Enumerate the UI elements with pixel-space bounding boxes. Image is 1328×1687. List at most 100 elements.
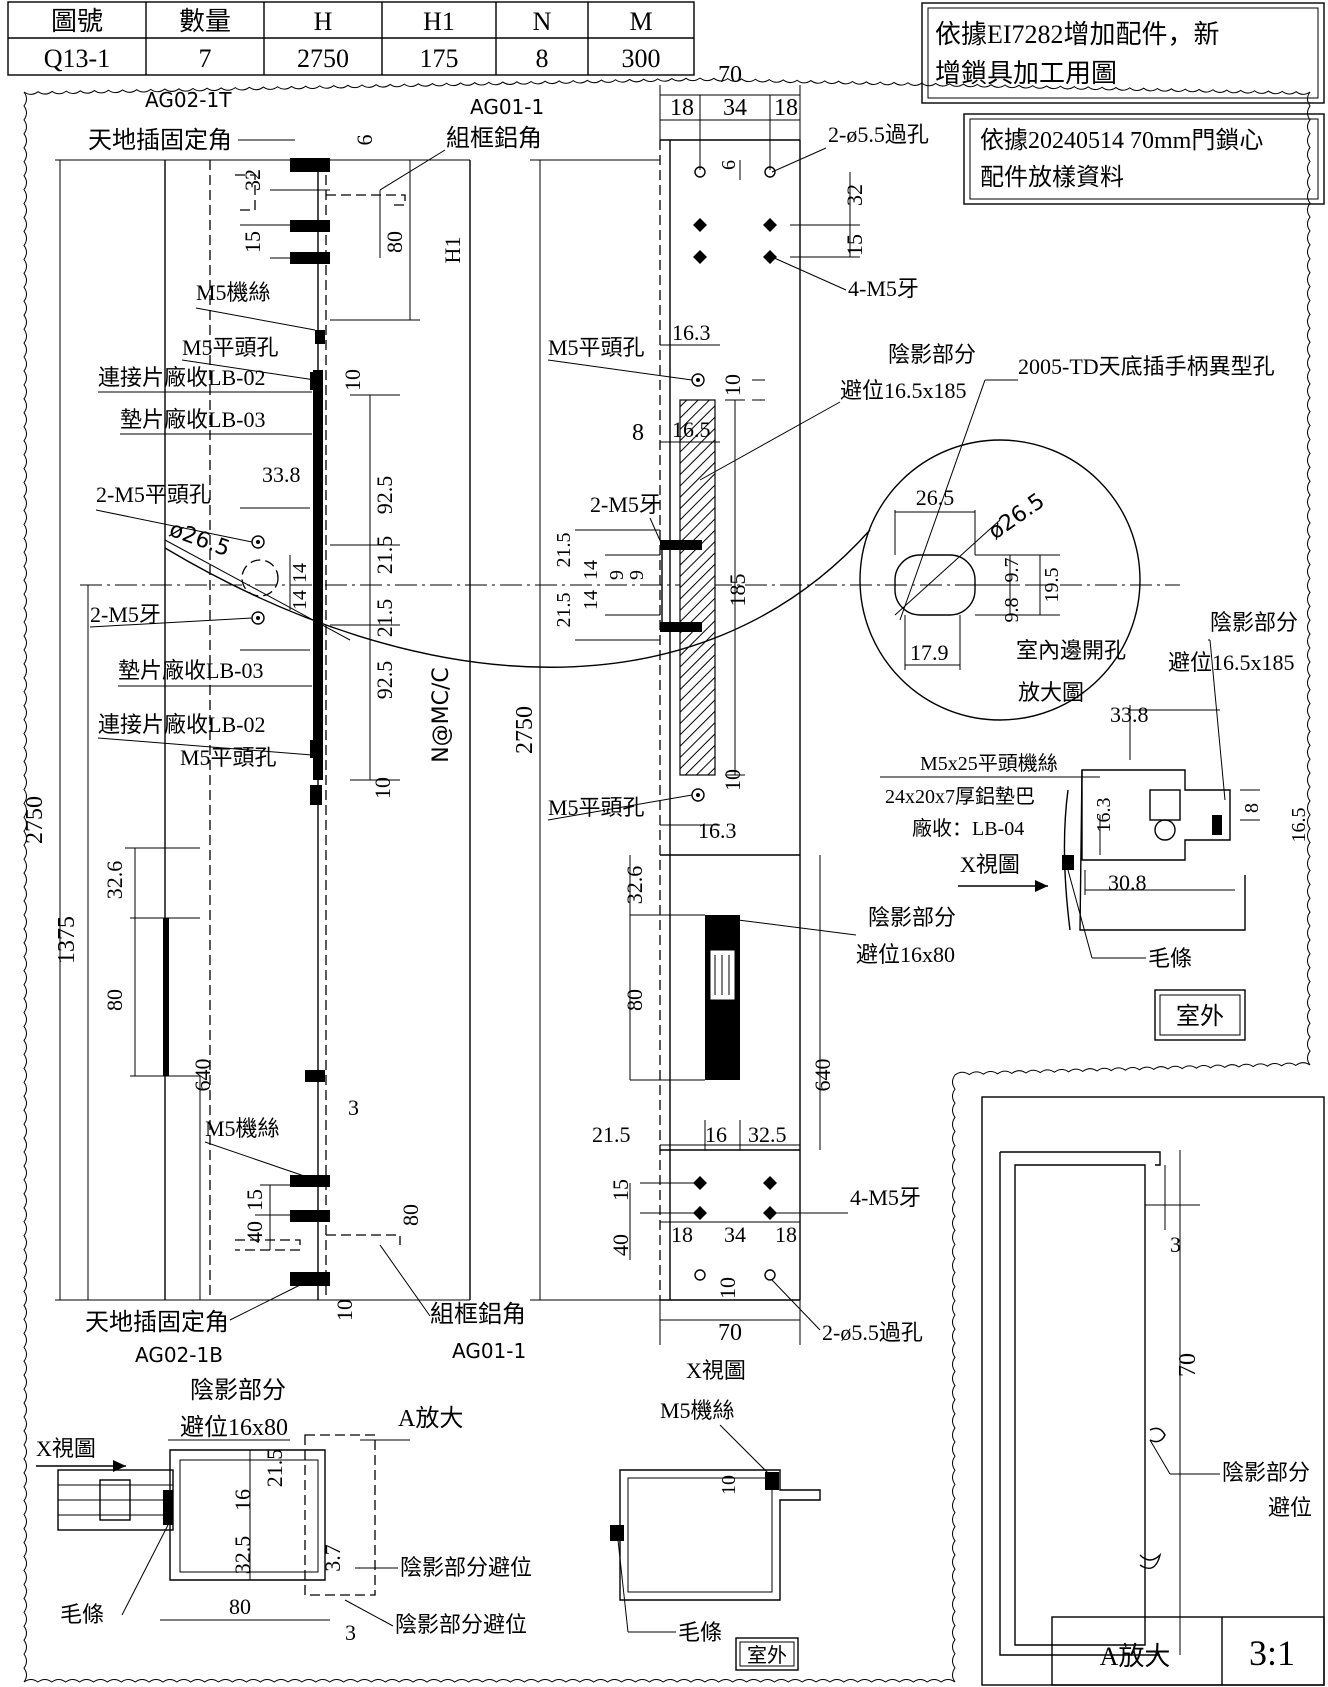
svg-text:X視圖: X視圖 [686,1358,746,1383]
svg-text:15: 15 [240,231,265,253]
svg-text:組框鋁角: 組框鋁角 [430,1301,526,1328]
svg-text:9: 9 [606,570,628,580]
svg-text:A放大: A放大 [398,1405,463,1432]
svg-text:9.7: 9.7 [1001,558,1023,583]
svg-text:32.5: 32.5 [230,1536,255,1575]
cloud-segment [23,1679,956,1683]
svg-text:21.5: 21.5 [553,593,575,628]
svg-text:21.5: 21.5 [372,536,397,575]
svg-text:10: 10 [720,769,745,791]
revision-cloud [23,77,1311,1683]
svg-text:26.5: 26.5 [916,485,955,510]
svg-text:32: 32 [240,169,265,191]
svg-text:M5平頭孔: M5平頭孔 [548,335,645,360]
svg-text:10: 10 [332,1299,357,1321]
svg-text:30.8: 30.8 [1108,870,1147,895]
svg-text:陰影部分避位: 陰影部分避位 [400,1555,532,1580]
svg-text:陰影部分: 陰影部分 [868,905,956,930]
svg-text:32.6: 32.6 [102,861,127,900]
svg-text:室外: 室外 [1176,1003,1224,1030]
svg-text:92.5: 92.5 [372,476,397,515]
svg-text:92.5: 92.5 [372,661,397,700]
svg-text:16: 16 [230,1489,255,1511]
svg-text:2-M5牙: 2-M5牙 [590,492,661,517]
right-section: 陰影部分 避位16.5x185 33.8 M5x25平頭機絲 24x20x7厚鋁… [880,610,1310,1041]
svg-text:16.3: 16.3 [698,818,737,843]
svg-text:14: 14 [289,590,311,610]
svg-text:21.5: 21.5 [592,1122,631,1147]
svg-text:3: 3 [348,1095,359,1120]
svg-text:15: 15 [242,1189,267,1211]
svg-text:4-M5牙: 4-M5牙 [850,1185,921,1210]
svg-text:1375: 1375 [54,916,80,964]
table-cell-h1: 175 [420,44,459,73]
svg-text:32.5: 32.5 [748,1122,787,1147]
svg-text:M5機絲: M5機絲 [205,1116,280,1141]
svg-text:34: 34 [724,1222,746,1247]
svg-text:18: 18 [775,1222,797,1247]
svg-text:M5x25平頭機絲: M5x25平頭機絲 [920,752,1058,775]
svg-text:增鎖具加工用圖: 增鎖具加工用圖 [935,59,1117,88]
svg-text:80: 80 [229,1594,251,1619]
svg-text:室內邊開孔: 室內邊開孔 [1016,638,1126,663]
svg-text:3.7: 3.7 [320,1544,345,1572]
svg-text:10: 10 [370,777,395,799]
zoom-title: A放大 [1100,1642,1171,1671]
svg-text:陰影部分避位: 陰影部分避位 [395,1612,527,1637]
svg-text:配件放樣資料: 配件放樣資料 [980,164,1124,191]
svg-text:墊片廠收LB-03: 墊片廠收LB-03 [120,407,265,432]
table-header-drawing-no: 圖號 [51,7,103,36]
svg-text:40: 40 [608,1234,633,1256]
middle-view: 70 18 34 18 6 32 15 2-ø5.5過孔 4-M5牙 M5平頭孔… [512,62,1275,1383]
svg-text:34: 34 [723,95,747,121]
svg-text:185: 185 [725,574,750,607]
svg-text:16.3: 16.3 [672,320,711,345]
svg-text:2750: 2750 [512,706,538,754]
svg-text:AG02-1T: AG02-1T [145,88,232,112]
svg-text:AG01-1: AG01-1 [470,95,544,119]
svg-text:避位16x80: 避位16x80 [180,1414,288,1441]
svg-text:80: 80 [398,1204,423,1226]
svg-text:避位16.5x185: 避位16.5x185 [840,378,967,403]
svg-text:避位16.5x185: 避位16.5x185 [1168,650,1295,675]
svg-text:ø26.5: ø26.5 [984,489,1049,545]
svg-text:3: 3 [345,1620,356,1645]
svg-text:80: 80 [382,231,407,253]
left-elevation: 2750 1375 32.6 80 640 [22,88,1180,1367]
svg-text:24x20x7厚鋁墊巴: 24x20x7厚鋁墊巴 [885,785,1035,808]
detail-circle: 26.5 ø26.5 9.7 9.8 19.5 17.9 室內邊開孔 放大圖 [164,439,1141,721]
table-header-n: N [533,7,552,36]
svg-text:8: 8 [1241,803,1263,813]
table-header-qty: 數量 [179,7,231,36]
svg-text:17.9: 17.9 [910,640,949,665]
zoom-panel: 3 70 陰影部分 避位 A放大 3:1 [981,1096,1325,1686]
svg-text:2-M5牙: 2-M5牙 [90,602,161,627]
svg-text:16.5: 16.5 [672,417,711,442]
svg-text:廠收：LB-04: 廠收：LB-04 [912,816,1024,840]
svg-text:陰影部分: 陰影部分 [888,342,976,367]
svg-text:連接片廠收LB-02: 連接片廠收LB-02 [98,365,265,390]
svg-text:10: 10 [718,1475,740,1495]
svg-text:組框鋁角: 組框鋁角 [446,125,542,152]
svg-text:21.5: 21.5 [372,599,397,638]
svg-text:陰影部分: 陰影部分 [1222,1460,1310,1485]
cloud-segment [23,91,27,1683]
svg-text:18: 18 [774,95,798,121]
svg-text:毛條: 毛條 [678,1620,722,1645]
svg-text:AG01-1: AG01-1 [452,1339,526,1363]
table-header-m: M [629,7,652,36]
svg-text:14: 14 [580,590,602,610]
svg-text:70: 70 [718,1320,742,1346]
svg-text:21.5: 21.5 [553,533,575,568]
svg-text:M5平頭孔: M5平頭孔 [180,745,277,770]
cloud-segment [23,77,701,95]
svg-text:避位16x80: 避位16x80 [856,942,955,967]
cloud-segment [699,77,1311,95]
svg-text:10: 10 [340,369,365,391]
svg-text:3: 3 [1170,1232,1181,1257]
svg-text:40: 40 [242,1221,267,1243]
table-cell-drawing-no: Q13-1 [44,44,110,73]
revision-note-1: 依據EI7282增加配件，新 增鎖具加工用圖 [921,2,1325,104]
svg-text:陰影部分: 陰影部分 [1210,610,1298,635]
